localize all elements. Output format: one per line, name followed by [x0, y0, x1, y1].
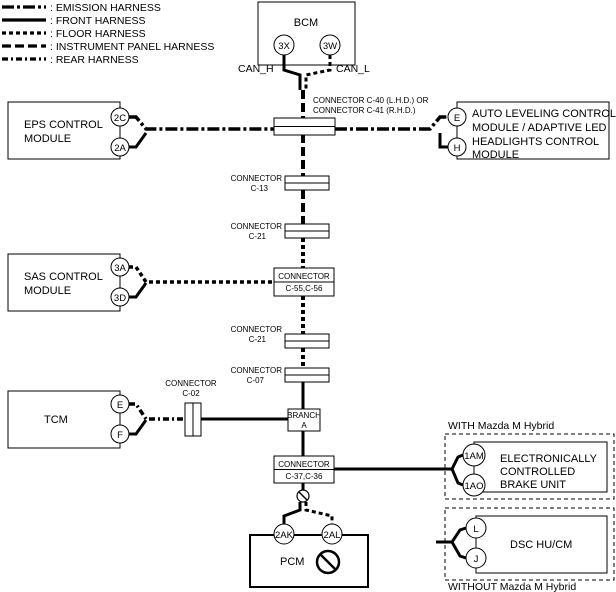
svg-text:C-02: C-02 [182, 389, 200, 398]
auto-leveling-control-module: AUTO LEVELING CONTROL MODULE / ADAPTIVE … [447, 101, 616, 161]
alc-label-line1: AUTO LEVELING CONTROL [472, 108, 616, 120]
pcm-label: PCM [280, 556, 304, 568]
connector-c41-label: CONNECTOR C-41 (R.H.D.) [313, 106, 416, 115]
legend-emission: : EMISSION HARNESS [50, 2, 161, 14]
can-l-label: CAN_L [336, 63, 370, 75]
eps-control-module: EPS CONTROL MODULE 2C 2A [7, 101, 130, 160]
alc-label-line4: MODULE [472, 149, 519, 161]
legend-front: : FRONT HARNESS [50, 15, 145, 27]
svg-text:3A: 3A [114, 263, 126, 274]
svg-text:2A: 2A [114, 143, 126, 154]
connector-c21-upper: CONNECTOR C-21 [231, 222, 330, 241]
no-symbol-icon [296, 489, 310, 503]
svg-text:E: E [454, 113, 460, 124]
svg-text:C-55,C-56: C-55,C-56 [286, 284, 323, 293]
tcm-label: TCM [44, 414, 68, 426]
legend-instrument-panel: : INSTRUMENT PANEL HARNESS [50, 41, 214, 53]
no-symbol-icon [315, 549, 341, 575]
without-hybrid-frame [444, 507, 615, 581]
svg-text:2AK: 2AK [275, 530, 294, 541]
svg-text:ELECTRONICALLY: ELECTRONICALLY [500, 453, 598, 465]
svg-text:C-21: C-21 [249, 232, 267, 241]
svg-text:3W: 3W [323, 41, 337, 52]
dsc-hu-cm-module: DSC HU/CM L J [465, 515, 608, 574]
connector-c21-lower: CONNECTOR C-21 [231, 325, 330, 349]
svg-text:CONNECTOR: CONNECTOR [231, 325, 283, 334]
svg-text:C-13: C-13 [251, 184, 269, 193]
pcm-module: PCM 2AK 2AL [249, 523, 369, 588]
alc-label-line2: MODULE / ADAPTIVE LED [472, 122, 607, 134]
svg-text:E: E [117, 400, 123, 411]
sas-label-line1: SAS CONTROL [24, 271, 103, 283]
svg-text:BRANCH: BRANCH [287, 411, 321, 420]
eps-label-line1: EPS CONTROL [24, 119, 103, 131]
connector-c13: CONNECTOR C-13 [231, 174, 330, 193]
electronically-controlled-brake-unit: ELECTRONICALLY CONTROLLED BRAKE UNIT 1AM… [462, 441, 608, 497]
tcm-module: TCM E F [7, 390, 130, 449]
bcm-module: BCM 3X 3W [257, 1, 356, 66]
sas-label-line2: MODULE [24, 285, 71, 297]
svg-text:CONTROLLED: CONTROLLED [500, 466, 575, 478]
svg-text:2AL: 2AL [324, 530, 341, 541]
legend-floor: : FLOOR HARNESS [50, 28, 146, 40]
svg-text:CONNECTOR: CONNECTOR [165, 379, 217, 388]
alc-label-line3: HEADLIGHTS CONTROL [472, 136, 599, 148]
svg-text:H: H [454, 143, 461, 154]
pcm-pin-2ak [273, 523, 295, 545]
svg-text:F: F [117, 430, 123, 441]
connector-c07: CONNECTOR C-07 [231, 366, 330, 385]
svg-text:2C: 2C [114, 113, 126, 124]
svg-text:3D: 3D [114, 293, 126, 304]
with-hybrid-frame [444, 433, 615, 500]
with-hybrid-label: WITH Mazda M Hybrid [448, 420, 554, 432]
svg-text:DSC HU/CM: DSC HU/CM [510, 539, 572, 551]
svg-text:J: J [474, 554, 479, 565]
svg-text:A: A [301, 421, 307, 430]
branch-a: BRANCH A [287, 408, 321, 432]
connector-c02: CONNECTOR C-02 [165, 379, 217, 437]
svg-text:C-21: C-21 [249, 335, 267, 344]
svg-text:C-07: C-07 [247, 376, 265, 385]
svg-text:L: L [473, 524, 478, 535]
sas-control-module: SAS CONTROL MODULE 3A 3D [7, 253, 130, 312]
svg-text:CONNECTOR: CONNECTOR [231, 222, 283, 231]
svg-text:CONNECTOR: CONNECTOR [278, 272, 330, 281]
svg-text:CONNECTOR: CONNECTOR [231, 174, 283, 183]
svg-text:C-37,C-36: C-37,C-36 [286, 472, 323, 481]
connector-c40-label: CONNECTOR C-40 (L.H.D.) OR [313, 96, 429, 105]
pcm-pin-2al [321, 523, 343, 545]
eps-label-line2: MODULE [24, 133, 71, 145]
svg-text:3X: 3X [278, 41, 290, 52]
without-hybrid-label: WITHOUT Mazda M Hybrid [448, 581, 576, 592]
svg-text:1AM: 1AM [464, 451, 484, 462]
svg-text:1AO: 1AO [464, 481, 483, 492]
svg-text:CONNECTOR: CONNECTOR [278, 460, 330, 469]
legend-rear: : REAR HARNESS [50, 54, 139, 66]
bcm-label: BCM [294, 17, 318, 29]
connector-c40-c41: CONNECTOR C-40 (L.H.D.) OR CONNECTOR C-4… [273, 96, 429, 136]
alc-pin-e [447, 107, 467, 127]
legend: : EMISSION HARNESS : FRONT HARNESS : FLO… [2, 2, 214, 66]
svg-text:CONNECTOR: CONNECTOR [231, 366, 283, 375]
connector-c55-c56: CONNECTOR C-55,C-56 [273, 267, 335, 297]
svg-text:BRAKE UNIT: BRAKE UNIT [500, 479, 566, 491]
can-h-label: CAN_H [238, 63, 274, 75]
connector-c37-c36: CONNECTOR C-37,C-36 [273, 455, 335, 484]
